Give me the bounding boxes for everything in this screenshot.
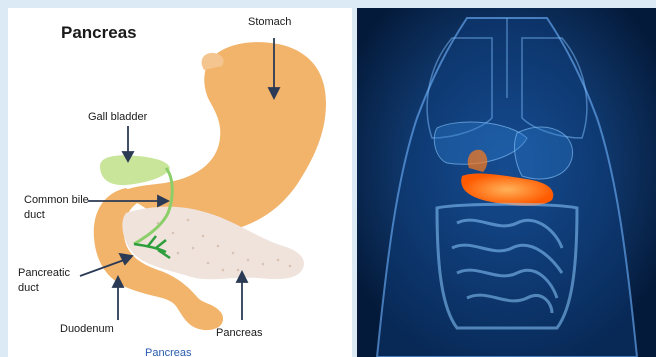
anatomy-diagram-panel: Pancreas Stomach Gall bladder Common bil…: [8, 8, 352, 357]
stomach: [515, 127, 573, 179]
label-pancreatic-duct-line2: duct: [18, 282, 39, 295]
label-gall-bladder: Gall bladder: [88, 111, 147, 124]
torso-illustration-panel: [357, 8, 656, 357]
stomach-shape: [98, 42, 326, 240]
label-common-bile-duct-line1: Common bile: [24, 194, 89, 207]
label-duodenum: Duodenum: [60, 323, 114, 336]
label-common-bile-duct-line2: duct: [24, 209, 45, 222]
diagram-caption-link[interactable]: Pancreas: [145, 347, 191, 357]
label-pancreas: Pancreas: [216, 327, 262, 340]
torso-illustration-svg: [357, 8, 656, 357]
label-pancreatic-duct-line1: Pancreatic: [18, 267, 70, 280]
label-stomach: Stomach: [248, 16, 291, 29]
diagram-title: Pancreas: [61, 23, 137, 43]
gall-bladder-shape: [100, 155, 170, 185]
pancreas-diagram-svg: [8, 8, 352, 357]
